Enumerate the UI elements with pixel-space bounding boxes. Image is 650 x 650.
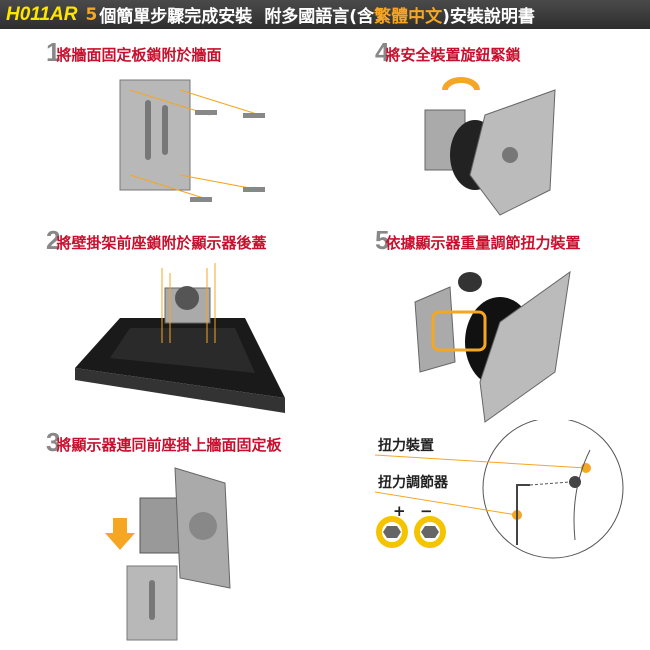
wall-plate-illustration [119,79,265,202]
step-number: 4 [375,37,390,67]
torque-device-label: 扭力裝置 [378,438,434,454]
loosen-icon [414,516,446,548]
step-text: 依據顯示器重量調節扭力裝置 [385,234,581,252]
torque-adjust-illustration [414,270,571,423]
model-number: H011AR [6,3,78,25]
hang-monitor-illustration [105,467,231,641]
step-text: 將壁掛架前座鎖附於顯示器後蓋 [56,234,267,252]
step-text: 將牆面固定板鎖附於牆面 [56,46,222,64]
header-text-1: 個簡單步驟完成安裝 [99,7,253,27]
tighten-icon [376,516,408,548]
step-number: 3 [46,427,61,457]
step-text: 將顯示器連同前座掛上牆面固定板 [56,436,282,454]
header-text-3: )安裝說明書 [442,7,535,27]
step-number: 2 [46,225,61,255]
step-number: 1 [46,37,61,67]
step-number: 5 [375,225,390,255]
minus-sign: − [420,502,433,520]
header-text-2: 附多國語言(含 [264,7,375,27]
highlight-box [431,310,487,352]
rotate-arrow-icon [442,77,480,91]
header-highlight: 繁體中文 [374,7,443,27]
monitor-mount-illustration [75,263,285,413]
torque-adjuster-label: 扭力調節器 [378,475,448,491]
plus-sign: + [393,502,406,520]
step-text: 將安全裝置旋鈕緊鎖 [385,46,521,64]
safety-knob-illustration [424,77,556,216]
torque-detail-illustration [374,420,624,559]
header-banner: H011AR 5 個簡單步驟完成安裝 附多國語言(含 繁體中文 )安裝說明書 [0,0,650,29]
step-count: 5 [85,4,98,25]
